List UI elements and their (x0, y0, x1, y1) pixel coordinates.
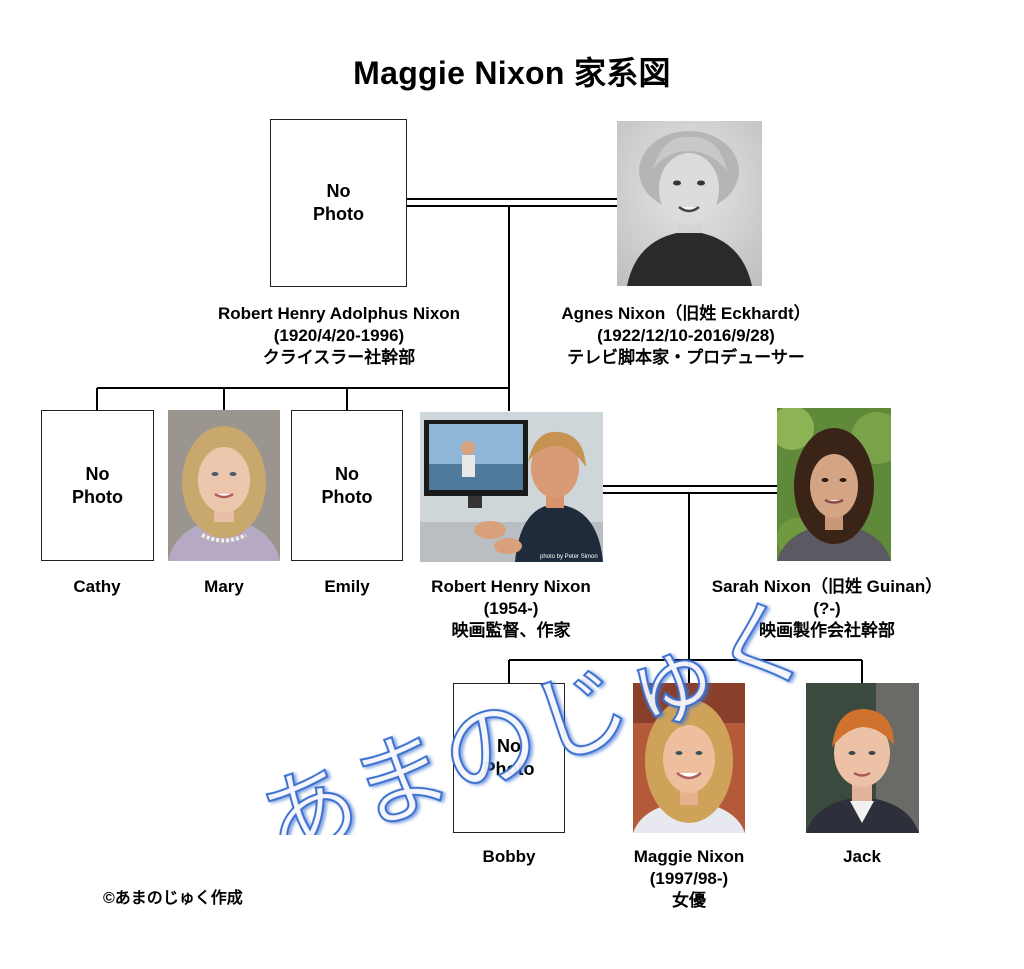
robert-henry-adolphus-label: Robert Henry Adolphus Nixon (1920/4/20-1… (217, 304, 461, 367)
jack-photo (806, 683, 919, 833)
jack-label: Jack (843, 847, 881, 866)
photo-credit: photo by Peter Simon (540, 554, 598, 560)
agnes-nixon-photo (617, 121, 762, 286)
mary-photo (168, 410, 280, 561)
agnes-nixon-label: Agnes Nixon（旧姓 Eckhardt） (1922/12/10-201… (561, 304, 811, 367)
maggie-nixon-photo (633, 683, 745, 833)
robert-henry-nixon-label: Robert Henry Nixon (1954-) 映画監督、作家 (431, 577, 591, 640)
sarah-nixon-photo (777, 408, 891, 561)
cathy-label: Cathy (73, 577, 121, 596)
page-title: Maggie Nixon 家系図 (353, 55, 671, 91)
footer-credit: ©あまのじゅく作成 (103, 890, 243, 907)
bobby-label: Bobby (482, 847, 536, 866)
emily-label: Emily (324, 577, 370, 596)
sarah-nixon-label: Sarah Nixon（旧姓 Guinan） (?-) 映画製作会社幹部 (711, 577, 943, 640)
robert-henry-nixon-photo: photo by Peter Simon (420, 412, 603, 562)
maggie-nixon-label: Maggie Nixon (1997/98-) 女優 (633, 847, 745, 910)
mary-label: Mary (204, 577, 244, 596)
